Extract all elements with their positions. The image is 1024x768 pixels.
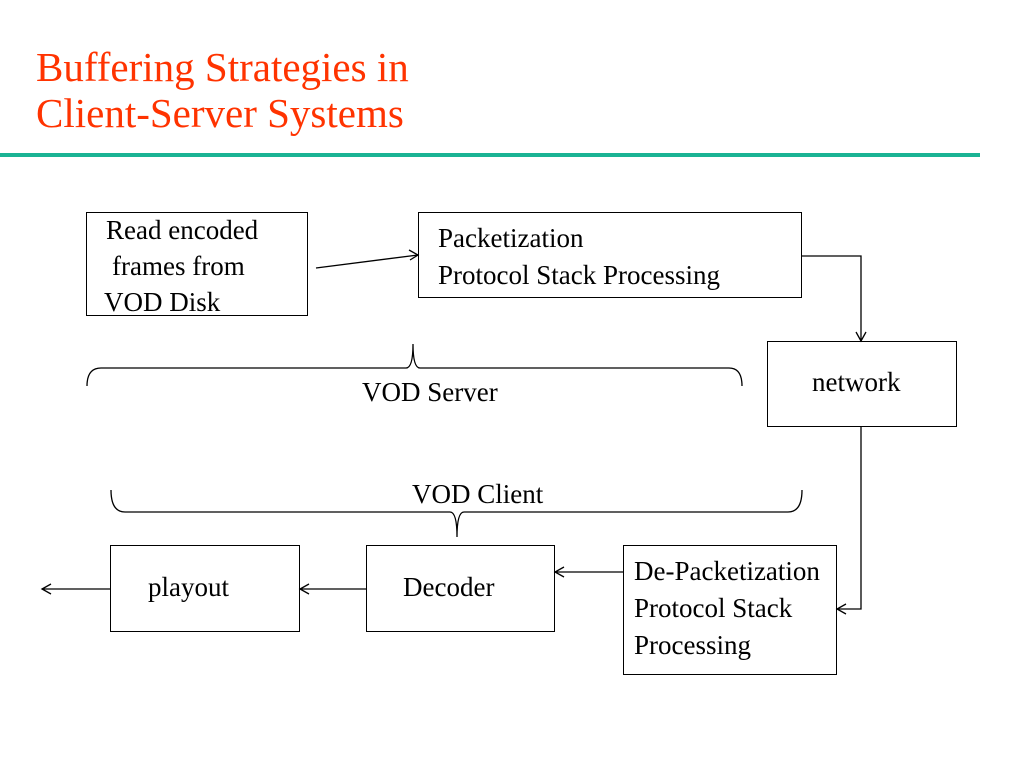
arrowhead-packetization-to-network	[855, 331, 867, 343]
packetization-line-2: Protocol Stack Processing	[438, 260, 720, 290]
arrow-packetization-to-network	[802, 255, 862, 341]
slide-title-line-1: Buffering Strategies in	[36, 44, 409, 90]
arrowhead-depacketization-to-decoder	[553, 566, 565, 578]
depacketization-line-2: Protocol Stack	[634, 593, 793, 623]
read-disk-box	[86, 212, 308, 316]
depacketization-text: De-Packetization Protocol Stack Processi…	[634, 553, 820, 664]
client-brace	[110, 489, 803, 538]
arrowhead-read-to-packetization	[408, 249, 420, 261]
depacketization-box	[623, 545, 837, 675]
depacketization-line-3: Processing	[634, 630, 751, 660]
depacketization-line-1: De-Packetization	[634, 556, 820, 586]
arrow-read-to-packetization	[315, 254, 419, 269]
playout-label: playout	[148, 572, 229, 602]
arrowhead-playout-output	[40, 583, 52, 595]
arrowhead-decoder-to-playout	[298, 583, 310, 595]
playout-box	[110, 545, 300, 632]
read-disk-line-3: VOD Disk	[104, 287, 221, 317]
read-disk-text: Read encoded frames from VOD Disk	[104, 212, 259, 320]
packetization-line-1: Packetization	[438, 223, 584, 253]
decoder-label: Decoder	[403, 572, 495, 602]
arrow-network-to-depacketization	[837, 427, 862, 610]
network-box	[767, 341, 957, 427]
server-group-label: VOD Server	[362, 377, 498, 407]
title-divider	[0, 153, 980, 157]
server-brace	[86, 343, 743, 387]
decoder-box	[366, 545, 555, 632]
read-disk-line-1: Read encoded	[106, 215, 259, 245]
slide-title: Buffering Strategies in Client-Server Sy…	[36, 44, 409, 136]
read-disk-line-2: frames from	[112, 251, 245, 281]
client-group-label: VOD Client	[412, 479, 544, 509]
slide-title-line-2: Client-Server Systems	[36, 90, 404, 136]
packetization-text: Packetization Protocol Stack Processing	[438, 220, 720, 294]
arrowhead-network-to-depacketization	[835, 603, 847, 615]
network-label: network	[812, 367, 901, 397]
